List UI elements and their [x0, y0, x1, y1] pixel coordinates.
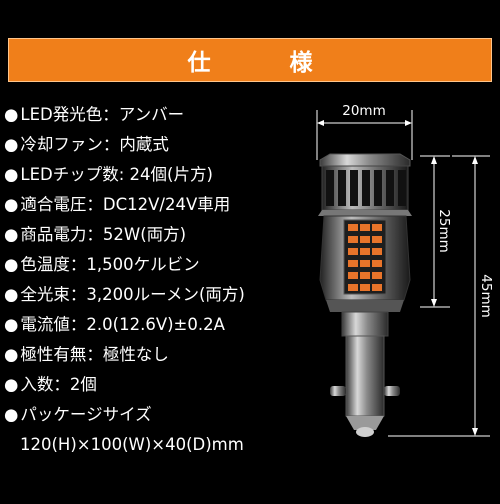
bullet-icon: ●: [4, 375, 19, 394]
total-height-dimension: 45mm: [388, 155, 494, 437]
bullet-icon: ●: [4, 135, 19, 154]
width-label: 20mm: [342, 103, 385, 119]
bullet-icon: ●: [4, 195, 19, 214]
bullet-icon: ●: [4, 345, 19, 364]
spec-item: ●色温度：1,500ケルビン: [4, 250, 304, 280]
total-height-label: 45mm: [478, 274, 494, 317]
spec-item: ●入数：2個: [4, 370, 304, 400]
product-diagram: 20mm 25mm 45mm: [300, 90, 500, 500]
spec-text: パッケージサイズ: [20, 405, 152, 424]
spec-item: ●商品電力：52W(両方): [4, 220, 304, 250]
bullet-icon: ●: [4, 165, 19, 184]
spec-text: 極性有無：極性なし: [20, 345, 169, 364]
bulb-illustration: 20mm 25mm 45mm: [316, 103, 494, 437]
led-chip-array: [348, 224, 382, 291]
bullet-icon: ●: [4, 225, 19, 244]
spec-text: 電流値：2.0(12.6V)±0.2A: [20, 315, 225, 334]
spec-item: ●LEDチップ数: 24個(片方): [4, 160, 304, 190]
led-body: [319, 215, 411, 312]
bulb-head: [318, 153, 412, 216]
spec-text: 入数：2個: [20, 375, 97, 394]
spec-item-continuation: 120(H)×100(W)×40(D)mm: [4, 430, 304, 460]
bullet-icon: ●: [4, 405, 19, 424]
bulb-socket: [330, 311, 400, 437]
spec-text: 適合電圧：DC12V/24V車用: [20, 195, 231, 214]
spec-item: ●LED発光色：アンバー: [4, 100, 304, 130]
spec-text: 120(H)×100(W)×40(D)mm: [20, 435, 244, 454]
spec-item: ●極性有無：極性なし: [4, 340, 304, 370]
spec-text: 色温度：1,500ケルビン: [20, 255, 200, 274]
spec-item: ●冷却ファン：内蔵式: [4, 130, 304, 160]
spec-text: 商品電力：52W(両方): [20, 225, 187, 244]
bullet-icon: ●: [4, 105, 19, 124]
head-height-dimension: 25mm: [420, 155, 452, 308]
bullet-icon: ●: [4, 285, 19, 304]
spec-item: ●適合電圧：DC12V/24V車用: [4, 190, 304, 220]
spec-title-bar: 仕 様: [8, 38, 492, 82]
spec-item: ●電流値：2.0(12.6V)±0.2A: [4, 310, 304, 340]
spec-title: 仕 様: [187, 50, 341, 76]
head-height-label: 25mm: [436, 209, 452, 252]
bullet-icon: ●: [4, 255, 19, 274]
width-dimension: 20mm: [316, 103, 413, 160]
spec-text: 全光束：3,200ルーメン(両方): [20, 285, 245, 304]
spec-text: 冷却ファン：内蔵式: [20, 135, 169, 154]
bullet-icon: ●: [4, 315, 19, 334]
spec-text: LED発光色：アンバー: [20, 105, 185, 124]
spec-list: ●LED発光色：アンバー ●冷却ファン：内蔵式 ●LEDチップ数: 24個(片方…: [4, 100, 304, 460]
spec-item: ●パッケージサイズ: [4, 400, 304, 430]
spec-item: ●全光束：3,200ルーメン(両方): [4, 280, 304, 310]
spec-text: LEDチップ数: 24個(片方): [20, 165, 213, 184]
